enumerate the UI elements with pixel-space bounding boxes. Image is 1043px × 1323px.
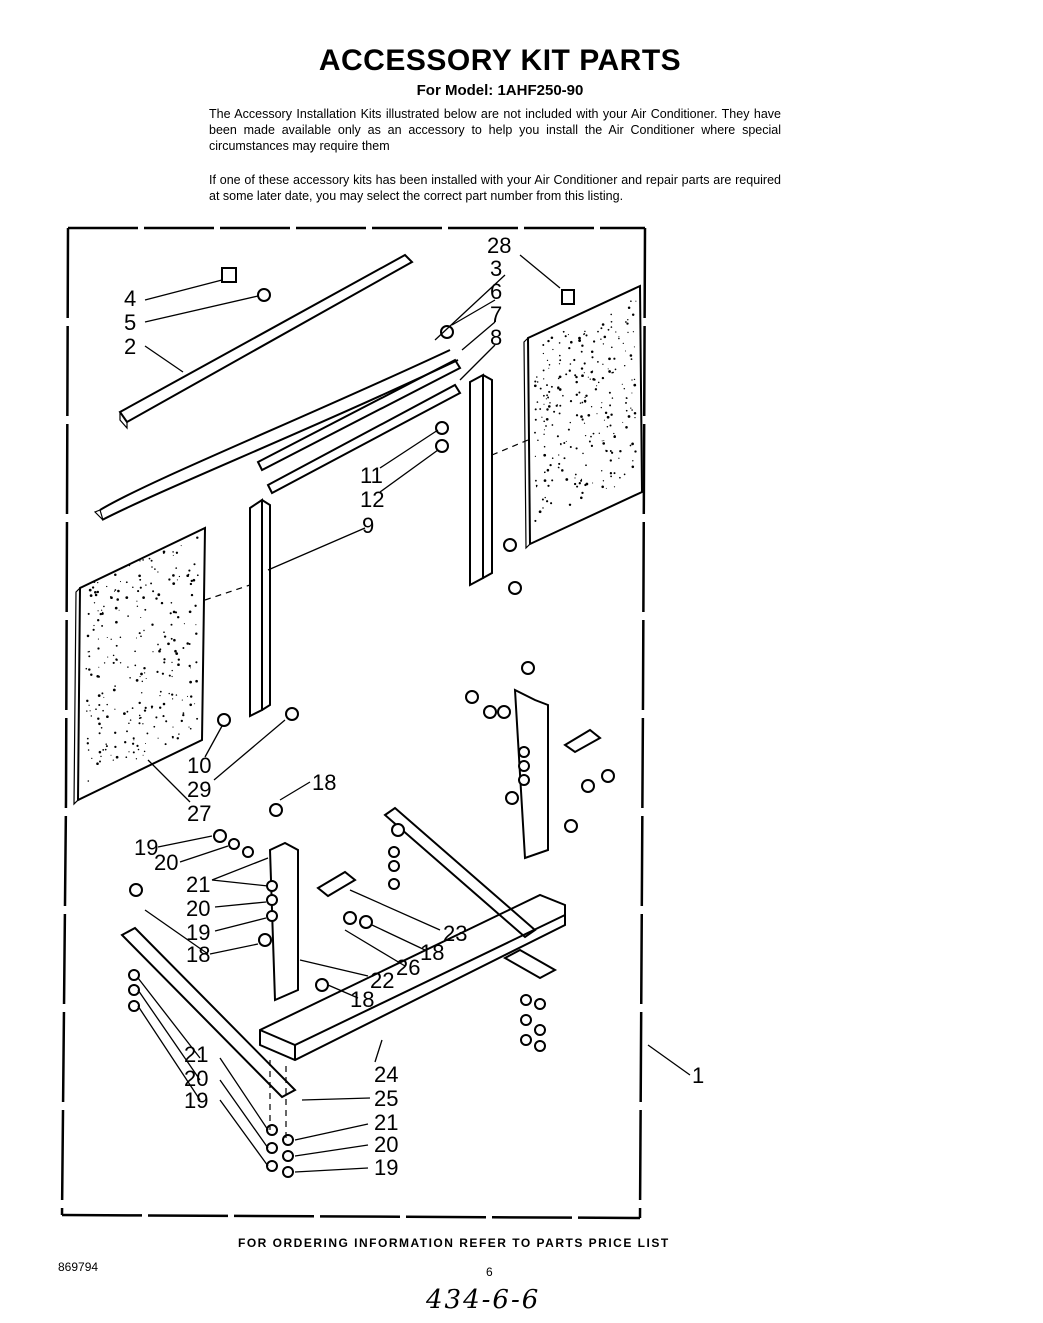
panel-texture	[85, 300, 637, 782]
curved-seal-strip	[93, 349, 459, 521]
callout-29: 29	[187, 777, 211, 802]
intro-paragraph-1: The Accessory Installation Kits illustra…	[209, 107, 781, 153]
callout-21c: 21	[374, 1110, 398, 1135]
callout-19d: 19	[374, 1155, 398, 1180]
callout-20c: 20	[184, 1066, 208, 1091]
callout-20d: 20	[374, 1132, 398, 1157]
left-upright-bracket	[249, 498, 271, 718]
callout-8: 8	[490, 325, 502, 350]
callout-19c: 19	[184, 1088, 208, 1113]
alignment-lines	[204, 439, 529, 1140]
page-title: ACCESSORY KIT PARTS	[318, 44, 682, 77]
callout-18a: 18	[312, 770, 336, 795]
filler-panel-right	[523, 284, 644, 550]
filler-panel-left	[73, 526, 207, 806]
callout-3: 3	[490, 256, 502, 281]
left-support-bracket	[268, 841, 357, 1002]
base-frame	[120, 806, 566, 1099]
callout-18c: 18	[420, 940, 444, 965]
callout-19b: 19	[186, 920, 210, 945]
callout-20b: 20	[186, 896, 210, 921]
callout-7: 7	[490, 302, 502, 327]
handwritten-note: 434-6-6	[426, 1285, 541, 1315]
leader-lines	[137, 254, 691, 1173]
intro-paragraph-2: If one of these accessory kits has been …	[209, 173, 781, 203]
model-subtitle: For Model: 1AHF250-90	[416, 82, 584, 99]
callout-25: 25	[374, 1086, 398, 1111]
callout-1: 1	[692, 1063, 704, 1088]
hardware	[128, 267, 615, 1178]
callout-19a: 19	[134, 835, 158, 860]
callout-26: 26	[396, 955, 420, 980]
callout-27: 27	[187, 801, 211, 826]
ordering-note: FOR ORDERING INFORMATION REFER TO PARTS …	[238, 1236, 670, 1250]
side-channels	[256, 358, 462, 495]
right-support-bracket	[513, 688, 602, 860]
callout-22: 22	[370, 968, 394, 993]
callout-18d: 18	[350, 987, 374, 1012]
callout-9: 9	[362, 513, 374, 538]
callout-21b: 21	[184, 1042, 208, 1067]
callout-21a: 21	[186, 872, 210, 897]
diagram-frame	[60, 226, 647, 1220]
top-rail	[118, 253, 414, 430]
callout-6: 6	[490, 279, 502, 304]
callout-24: 24	[374, 1062, 398, 1087]
callout-23: 23	[443, 921, 467, 946]
document-number: 869794	[58, 1260, 99, 1274]
right-upright-bracket	[469, 373, 493, 587]
callout-2: 2	[124, 334, 136, 359]
callout-4: 4	[124, 286, 136, 311]
callout-28: 28	[487, 233, 511, 258]
callout-5: 5	[124, 310, 136, 335]
callout-20a: 20	[154, 850, 178, 875]
callout-11: 11	[360, 463, 383, 488]
callout-18b: 18	[186, 942, 210, 967]
callout-labels: 28 3 4 6 5 7 2 8 11 12 9 10 29 27 18 19 …	[124, 233, 704, 1180]
callout-10: 10	[187, 753, 211, 778]
page-number: 6	[486, 1265, 493, 1279]
callout-12: 12	[360, 487, 384, 512]
